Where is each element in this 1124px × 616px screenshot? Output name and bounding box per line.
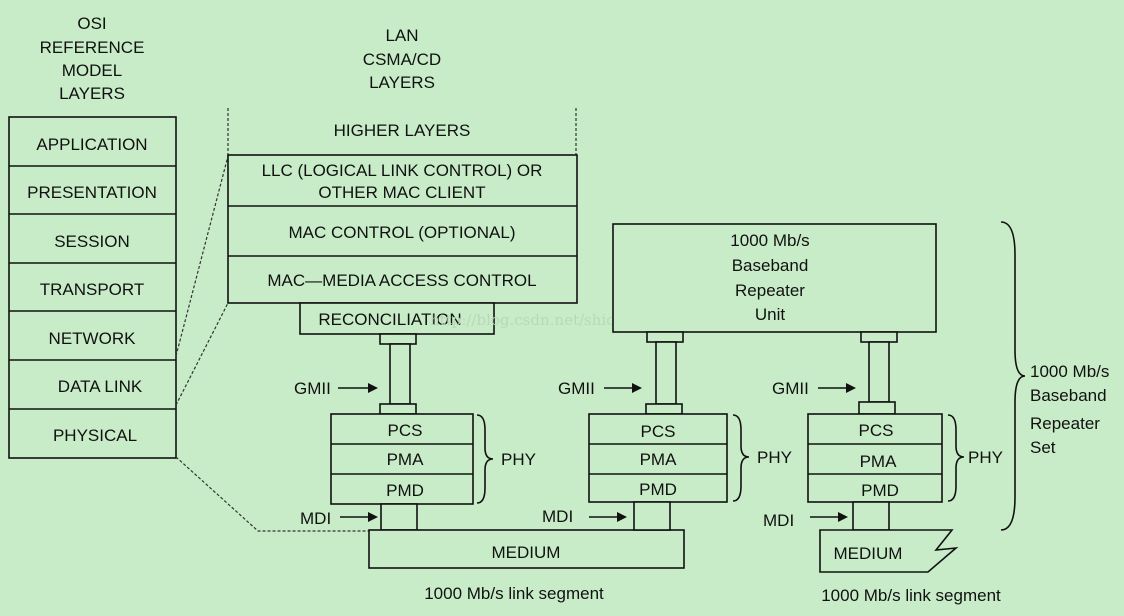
repeater-set-line: Baseband xyxy=(1030,386,1107,405)
phy-sublayer-box xyxy=(330,413,474,505)
osi-stack-frame xyxy=(8,116,177,459)
lan-title-line: CSMA/CD xyxy=(363,50,441,69)
phy-brace xyxy=(732,414,750,502)
repeater-unit-box xyxy=(612,223,937,333)
mdi-label: MDI xyxy=(763,511,794,530)
phy-brace xyxy=(947,414,965,502)
llc-label: OTHER MAC CLIENT xyxy=(318,183,485,202)
phy-stack-3: PCS PMA PMD PHY GMII MDI xyxy=(763,331,1003,531)
osi-layer-transport: TRANSPORT xyxy=(40,280,145,299)
arrow-icon xyxy=(368,383,378,393)
phy-stack-2: PCS PMA PMD PHY GMII MDI xyxy=(542,331,792,531)
osi-layer-presentation: PRESENTATION xyxy=(27,183,157,202)
repeater-unit-line: Repeater xyxy=(735,281,805,300)
medium-label: MEDIUM xyxy=(492,543,561,562)
pma-label: PMA xyxy=(640,450,678,469)
medium-box-partial xyxy=(819,529,959,573)
osi-layer-physical: PHYSICAL xyxy=(53,426,137,445)
lan-title-line: LAYERS xyxy=(369,73,435,92)
osi-title-line: LAYERS xyxy=(59,84,125,103)
pmd-label: PMD xyxy=(639,480,677,499)
phy-label: PHY xyxy=(968,448,1003,467)
gmii-connector xyxy=(868,341,890,403)
repeater-unit-label: 1000 Mb/s Baseband Repeater Unit xyxy=(730,231,809,324)
pmd-label: PMD xyxy=(386,481,424,500)
osi-layer-stack: APPLICATION PRESENTATION SESSION TRANSPO… xyxy=(8,116,177,459)
osi-title-line: REFERENCE xyxy=(40,38,145,57)
mdi-label: MDI xyxy=(542,507,573,526)
repeater-set-brace xyxy=(1000,221,1026,531)
mdi-connector xyxy=(852,501,890,531)
arrow-icon xyxy=(632,383,642,393)
gmii-label: GMII xyxy=(558,379,595,398)
repeater-set-label: 1000 Mb/s Baseband Repeater Set xyxy=(1030,362,1109,457)
pma-label: PMA xyxy=(860,452,898,471)
phy-sublayer-box xyxy=(807,413,943,503)
osi-title-line: MODEL xyxy=(62,61,122,80)
repeater-set-line: Repeater xyxy=(1030,414,1100,433)
gmii-connector xyxy=(655,341,677,405)
phy-label: PHY xyxy=(501,450,536,469)
osi-title-line: OSI xyxy=(77,14,106,33)
osi-layer-application: APPLICATION xyxy=(36,135,147,154)
arrow-icon xyxy=(617,512,627,522)
osi-title: OSI REFERENCE MODEL LAYERS xyxy=(40,14,145,103)
repeater-unit-line: 1000 Mb/s xyxy=(730,231,809,250)
higher-layers-label: HIGHER LAYERS xyxy=(334,121,471,140)
link-segment-label: 1000 Mb/s link segment xyxy=(424,584,604,603)
lan-title-line: LAN xyxy=(385,26,418,45)
pcs-label: PCS xyxy=(859,421,894,440)
lan-layer-stack: LLC (LOGICAL LINK CONTROL) OR OTHER MAC … xyxy=(227,154,578,304)
watermark: http://blog.csdn.net/shichaog xyxy=(430,311,652,329)
gmii-label: GMII xyxy=(294,379,331,398)
osi-layer-network: NETWORK xyxy=(49,329,137,348)
phy-label: PHY xyxy=(757,448,792,467)
link-segment-label: 1000 Mb/s link segment xyxy=(821,586,1001,605)
gmii-label: GMII xyxy=(772,379,809,398)
phy-stack-1: PCS PMA PMD PHY GMII MDI xyxy=(294,333,536,531)
pcs-label: PCS xyxy=(641,422,676,441)
mdi-connector xyxy=(380,503,418,531)
lan-title: LAN CSMA/CD LAYERS xyxy=(363,26,441,92)
repeater-unit-line: Unit xyxy=(755,305,786,324)
reconciliation-label: RECONCILIATION xyxy=(318,310,461,329)
repeater-set-line: Set xyxy=(1030,438,1056,457)
medium-label: MEDIUM xyxy=(834,544,903,563)
gmii-connector xyxy=(389,343,411,405)
mac-label: MAC—MEDIA ACCESS CONTROL xyxy=(267,271,536,290)
arrow-icon xyxy=(846,383,856,393)
osi-layer-session: SESSION xyxy=(54,232,130,251)
phy-brace xyxy=(476,414,494,504)
repeater-set-line: 1000 Mb/s xyxy=(1030,362,1109,381)
lan-stack-frame xyxy=(227,154,578,304)
pcs-label: PCS xyxy=(388,421,423,440)
medium-box xyxy=(368,529,685,569)
phy-sublayer-box xyxy=(588,413,728,503)
llc-label: LLC (LOGICAL LINK CONTROL) OR xyxy=(262,161,543,180)
arrow-icon xyxy=(368,512,378,522)
pma-label: PMA xyxy=(387,450,425,469)
osi-mapping-lines xyxy=(175,155,370,532)
higher-layers-bracket xyxy=(227,108,577,156)
mdi-connector xyxy=(633,501,671,531)
mac-control-label: MAC CONTROL (OPTIONAL) xyxy=(289,223,516,242)
osi-layer-data-link: DATA LINK xyxy=(58,377,143,396)
mdi-label: MDI xyxy=(300,509,331,528)
repeater-unit-line: Baseband xyxy=(732,256,809,275)
pmd-label: PMD xyxy=(861,481,899,500)
arrow-icon xyxy=(838,512,848,522)
